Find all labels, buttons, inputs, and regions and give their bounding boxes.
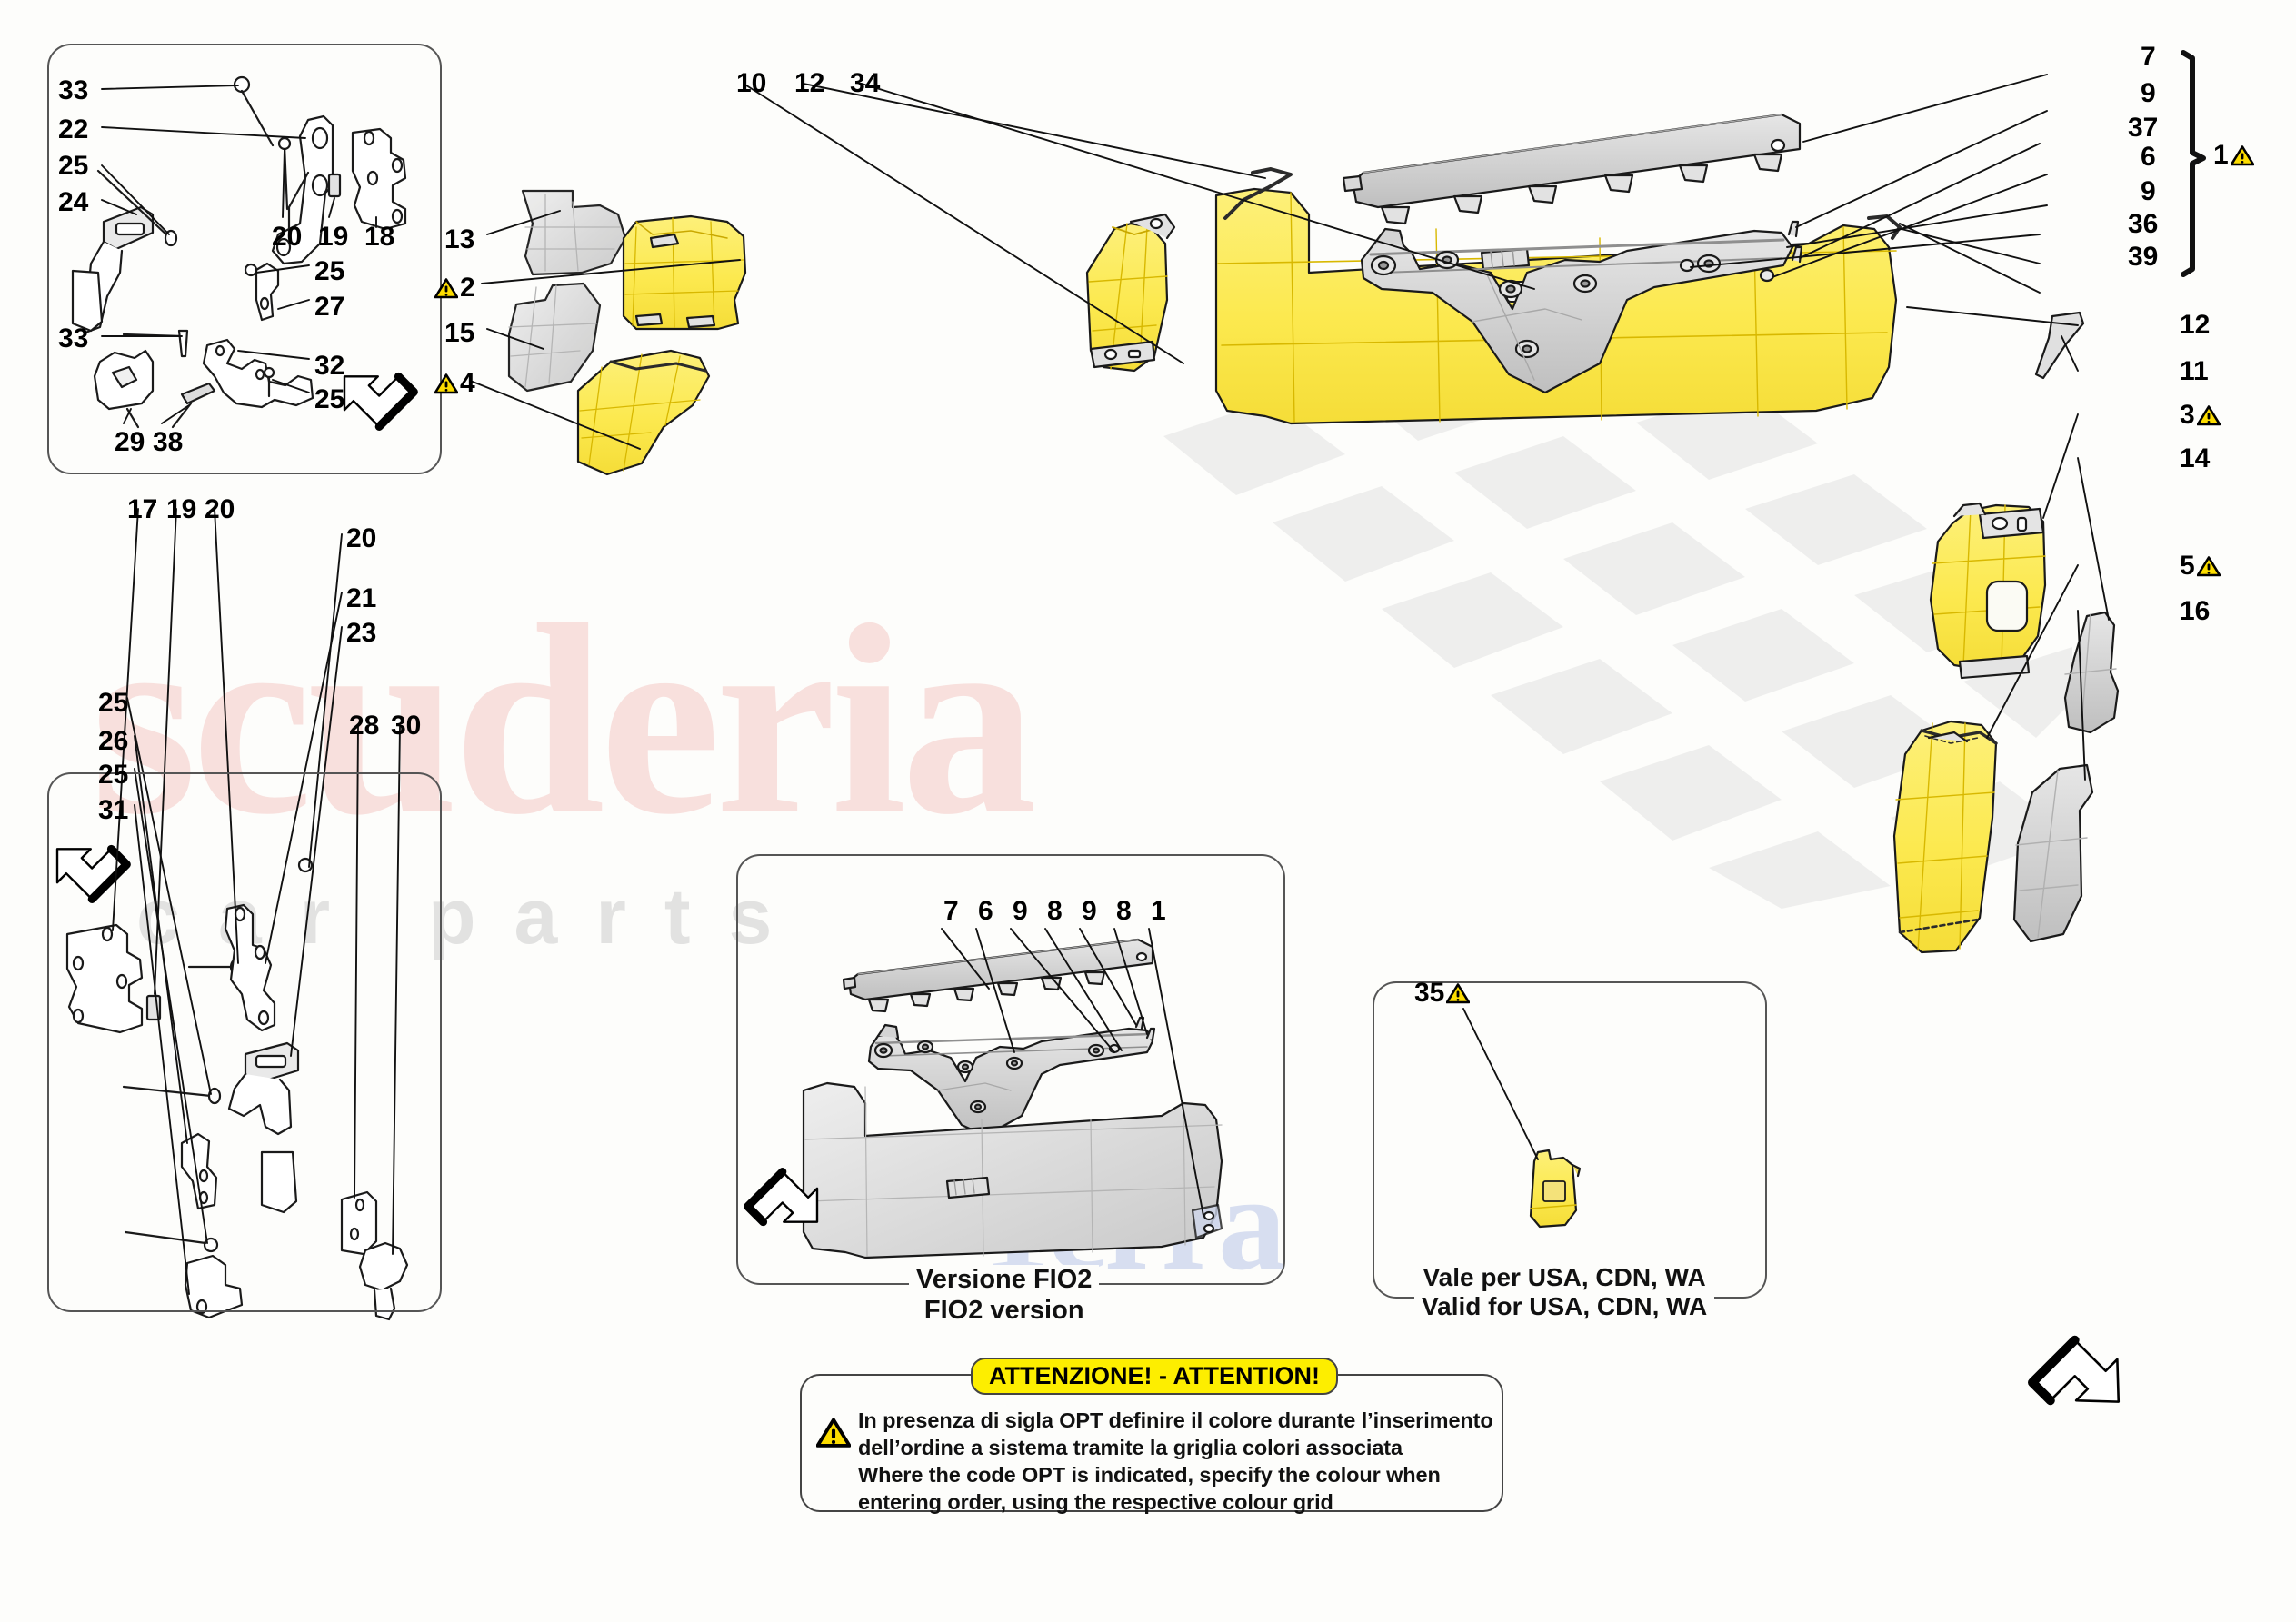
callout-36[interactable]: 36: [2128, 209, 2159, 239]
panel-fio2-caption-it: Versione FIO2: [916, 1265, 1093, 1294]
attention-line-en-1: Where the code OPT is indicated, specify…: [858, 1463, 1441, 1487]
callout-15[interactable]: 15: [444, 318, 475, 348]
callout-25c[interactable]: 25: [314, 384, 345, 414]
callout-25[interactable]: 25: [58, 151, 89, 181]
callout-12b[interactable]: 12: [2180, 310, 2211, 340]
callout-13[interactable]: 13: [444, 224, 475, 254]
callout-38[interactable]: 38: [153, 427, 184, 457]
callout-19[interactable]: 19: [318, 222, 349, 252]
callout-20c[interactable]: 20: [346, 523, 377, 553]
callout-5-number: 5: [2180, 551, 2195, 581]
callout-28[interactable]: 28: [349, 711, 380, 741]
callout-4[interactable]: 4: [433, 370, 475, 397]
callout-29[interactable]: 29: [115, 427, 145, 457]
callout-25e[interactable]: 25: [98, 760, 129, 790]
callout-33[interactable]: 33: [58, 75, 89, 105]
callout-24[interactable]: 24: [58, 187, 89, 217]
warning-triangle-icon: [2196, 556, 2221, 577]
panel-usa-caption: Vale per USA, CDN, WA Valid for USA, CDN…: [1414, 1263, 1715, 1322]
callout-9[interactable]: 9: [2141, 78, 2156, 108]
panel-fio2-caption: Versione FIO2 FIO2 version: [909, 1265, 1100, 1327]
callout-19b[interactable]: 19: [166, 494, 197, 524]
callout-35-number: 35: [1414, 978, 1445, 1008]
panel-usa: [1373, 981, 1767, 1299]
callout-group-1[interactable]: 1: [2213, 142, 2256, 169]
warning-triangle-icon: [1446, 983, 1471, 1004]
callout-2-number: 2: [460, 273, 475, 303]
callout-39[interactable]: 39: [2128, 242, 2159, 272]
warning-triangle-icon: [434, 373, 458, 394]
panel-usa-caption-it: Vale per USA, CDN, WA: [1423, 1263, 1706, 1291]
warning-triangle-icon: [2196, 405, 2221, 426]
callout-33b[interactable]: 33: [58, 323, 89, 353]
attention-pill: ATTENZIONE! - ATTENTION!: [971, 1358, 1338, 1395]
callout-25b[interactable]: 25: [314, 256, 345, 286]
attention-line-it-2: dell’ordine a sistema tramite la griglia…: [858, 1436, 1403, 1459]
callout-14[interactable]: 14: [2180, 443, 2211, 473]
callout-26[interactable]: 26: [98, 726, 129, 756]
callout-7[interactable]: 7: [2141, 42, 2156, 72]
callout-23[interactable]: 23: [346, 618, 377, 648]
callout-32[interactable]: 32: [314, 351, 345, 381]
checkered-flag-watermark: [1163, 327, 2072, 909]
callout-34[interactable]: 34: [850, 68, 881, 98]
warning-triangle-icon: [2230, 145, 2254, 166]
callout-20b[interactable]: 20: [205, 494, 235, 524]
callout-fio2-9[interactable]: 9: [1013, 896, 1028, 926]
callout-4-number: 4: [460, 368, 475, 398]
warning-triangle-icon: [816, 1418, 851, 1448]
callout-3-number: 3: [2180, 400, 2195, 430]
callout-6[interactable]: 6: [2141, 142, 2156, 172]
panel-bottom-left: [47, 772, 442, 1312]
callout-12[interactable]: 12: [794, 68, 825, 98]
attention-box: [800, 1374, 1503, 1512]
callout-30[interactable]: 30: [391, 711, 422, 741]
callout-10[interactable]: 10: [736, 68, 767, 98]
warning-triangle-icon: [434, 278, 458, 299]
attention-line-it-1: In presenza di sigla OPT definire il col…: [858, 1408, 1493, 1432]
callout-11[interactable]: 11: [2180, 356, 2209, 386]
callout-fio2-8[interactable]: 8: [1047, 896, 1063, 926]
panel-fio2-caption-en: FIO2 version: [923, 1295, 1084, 1325]
callout-35[interactable]: 35: [1414, 980, 1472, 1007]
callout-5[interactable]: 5: [2180, 552, 2222, 580]
callout-2[interactable]: 2: [433, 274, 475, 302]
callout-31[interactable]: 31: [98, 795, 129, 825]
callout-37[interactable]: 37: [2128, 113, 2159, 143]
callout-20[interactable]: 20: [272, 222, 303, 252]
callout-27[interactable]: 27: [314, 292, 345, 322]
callout-fio2-9b[interactable]: 9: [1082, 896, 1097, 926]
panel-usa-caption-en: Valid for USA, CDN, WA: [1422, 1292, 1708, 1321]
callout-22[interactable]: 22: [58, 114, 89, 144]
panel-fio2: [736, 854, 1285, 1285]
panel-top-left: [47, 44, 442, 474]
attention-line-en-2: entering order, using the respective col…: [858, 1490, 1333, 1514]
callout-fio2-6[interactable]: 6: [978, 896, 993, 926]
callout-18[interactable]: 18: [364, 222, 395, 252]
callout-16[interactable]: 16: [2180, 596, 2211, 626]
callout-fio2-7[interactable]: 7: [943, 896, 959, 926]
callout-17[interactable]: 17: [127, 494, 158, 524]
callout-21[interactable]: 21: [346, 583, 377, 613]
callout-3[interactable]: 3: [2180, 402, 2222, 429]
callout-fio2-8b[interactable]: 8: [1116, 896, 1132, 926]
callout-fio2-1[interactable]: 1: [1151, 896, 1166, 926]
callout-9b[interactable]: 9: [2141, 176, 2156, 206]
callout-group-1-number: 1: [2213, 140, 2229, 170]
callout-25d[interactable]: 25: [98, 688, 129, 718]
